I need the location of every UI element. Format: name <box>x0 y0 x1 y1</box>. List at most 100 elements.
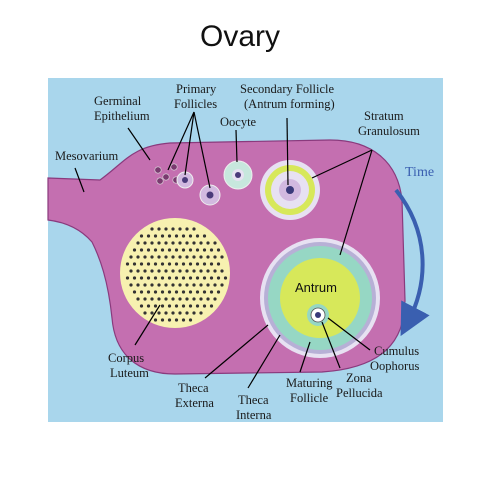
luteal-cell <box>178 255 182 259</box>
luteal-cell <box>178 283 182 287</box>
luteal-cell <box>202 304 207 308</box>
luteal-cell <box>146 304 151 308</box>
luteal-cell <box>171 241 175 245</box>
luteal-cell <box>171 283 175 287</box>
luteal-cell <box>171 227 175 231</box>
luteal-cell <box>174 304 179 308</box>
luteal-cell <box>174 262 179 266</box>
luteal-cell <box>167 276 172 280</box>
luteal-cell <box>199 269 203 273</box>
label-primary-follicles-1: Primary <box>176 82 217 96</box>
label-cumulus-oophorus-1: Cumulus <box>374 344 419 358</box>
luteal-cell <box>213 269 217 273</box>
luteal-cell <box>192 227 196 231</box>
luteal-cell <box>213 283 217 287</box>
luteal-cell <box>153 318 158 322</box>
luteal-cell <box>129 283 133 287</box>
label-stratum-granulosum-1: Stratum <box>364 109 404 123</box>
luteal-cell <box>160 318 165 322</box>
luteal-cell <box>153 248 158 252</box>
luteal-cell <box>185 269 189 273</box>
luteal-cell <box>139 276 144 280</box>
label-mesovarium: Mesovarium <box>55 149 118 163</box>
maturing-follicle: Antrum <box>260 238 380 358</box>
label-germinal-epithelium-2: Epithelium <box>94 109 150 123</box>
luteal-cell <box>209 248 214 252</box>
label-time: Time <box>405 165 434 180</box>
luteal-cell <box>216 248 221 252</box>
luteal-cell <box>125 262 130 266</box>
luteal-cell <box>164 227 168 231</box>
luteal-cell <box>157 297 161 301</box>
luteal-cell <box>213 241 217 245</box>
luteal-cell <box>139 262 144 266</box>
luteal-cell <box>164 311 168 315</box>
luteal-cell <box>220 269 224 273</box>
label-theca-externa-2: Externa <box>175 396 214 410</box>
secondary-follicle <box>260 160 320 220</box>
luteal-cell <box>192 241 196 245</box>
luteal-cell <box>167 290 172 294</box>
luteal-cell <box>164 269 168 273</box>
luteal-cell <box>160 234 165 238</box>
luteal-cell <box>160 276 165 280</box>
label-germinal-epithelium-1: Germinal <box>94 94 142 108</box>
luteal-cell <box>146 262 151 266</box>
luteal-cell <box>216 262 221 266</box>
luteal-cell <box>209 290 214 294</box>
luteal-cell <box>160 290 165 294</box>
luteal-cell <box>188 262 193 266</box>
luteal-cell <box>192 269 196 273</box>
luteal-cell <box>143 283 147 287</box>
luteal-cell <box>164 241 168 245</box>
luteal-cell <box>185 255 189 259</box>
luteal-cell <box>181 318 186 322</box>
label-zona-pellucida-1: Zona <box>346 371 372 385</box>
label-secondary-follicle-2: (Antrum forming) <box>244 97 335 111</box>
luteal-cell <box>181 248 186 252</box>
luteal-cell <box>167 248 172 252</box>
luteal-cell <box>174 276 179 280</box>
luteal-cell <box>185 283 189 287</box>
luteal-cell <box>188 276 193 280</box>
luteal-cell <box>195 234 200 238</box>
luteal-cell <box>209 262 214 266</box>
luteal-cell <box>164 283 168 287</box>
luteal-cell <box>150 297 154 301</box>
luteal-cell <box>139 304 144 308</box>
luteal-cell <box>220 255 224 259</box>
luteal-cell <box>136 269 140 273</box>
luteal-cell <box>153 262 158 266</box>
luteal-cell <box>153 290 158 294</box>
luteal-cell <box>132 276 137 280</box>
luteal-cell <box>181 304 186 308</box>
luteal-cell <box>178 269 182 273</box>
luteal-cell <box>202 290 207 294</box>
luteal-cell <box>195 248 200 252</box>
luteal-cell <box>195 304 200 308</box>
luteal-cell <box>146 248 151 252</box>
time-arrow <box>394 188 430 337</box>
luteal-cell <box>150 311 154 315</box>
luteal-cell <box>178 311 182 315</box>
luteal-cell <box>199 241 203 245</box>
label-primary-follicles-2: Follicles <box>174 97 217 111</box>
luteal-cell <box>136 283 140 287</box>
pointer-lines <box>74 111 373 389</box>
luteal-cell <box>181 234 186 238</box>
luteal-cell <box>178 227 182 231</box>
luteal-cell <box>153 276 158 280</box>
luteal-cell <box>185 311 189 315</box>
label-maturing-follicle-1: Maturing <box>286 376 333 390</box>
luteal-cell <box>174 318 179 322</box>
luteal-cell <box>181 290 186 294</box>
luteal-cell <box>206 241 210 245</box>
luteal-cell <box>178 241 182 245</box>
luteal-cell <box>171 255 175 259</box>
luteal-cell <box>178 297 182 301</box>
label-theca-externa-1: Theca <box>178 381 209 395</box>
label-cumulus-oophorus-2: Oophorus <box>370 359 419 373</box>
luteal-cell <box>206 269 210 273</box>
label-antrum: Antrum <box>295 280 337 295</box>
luteal-cell <box>129 255 133 259</box>
